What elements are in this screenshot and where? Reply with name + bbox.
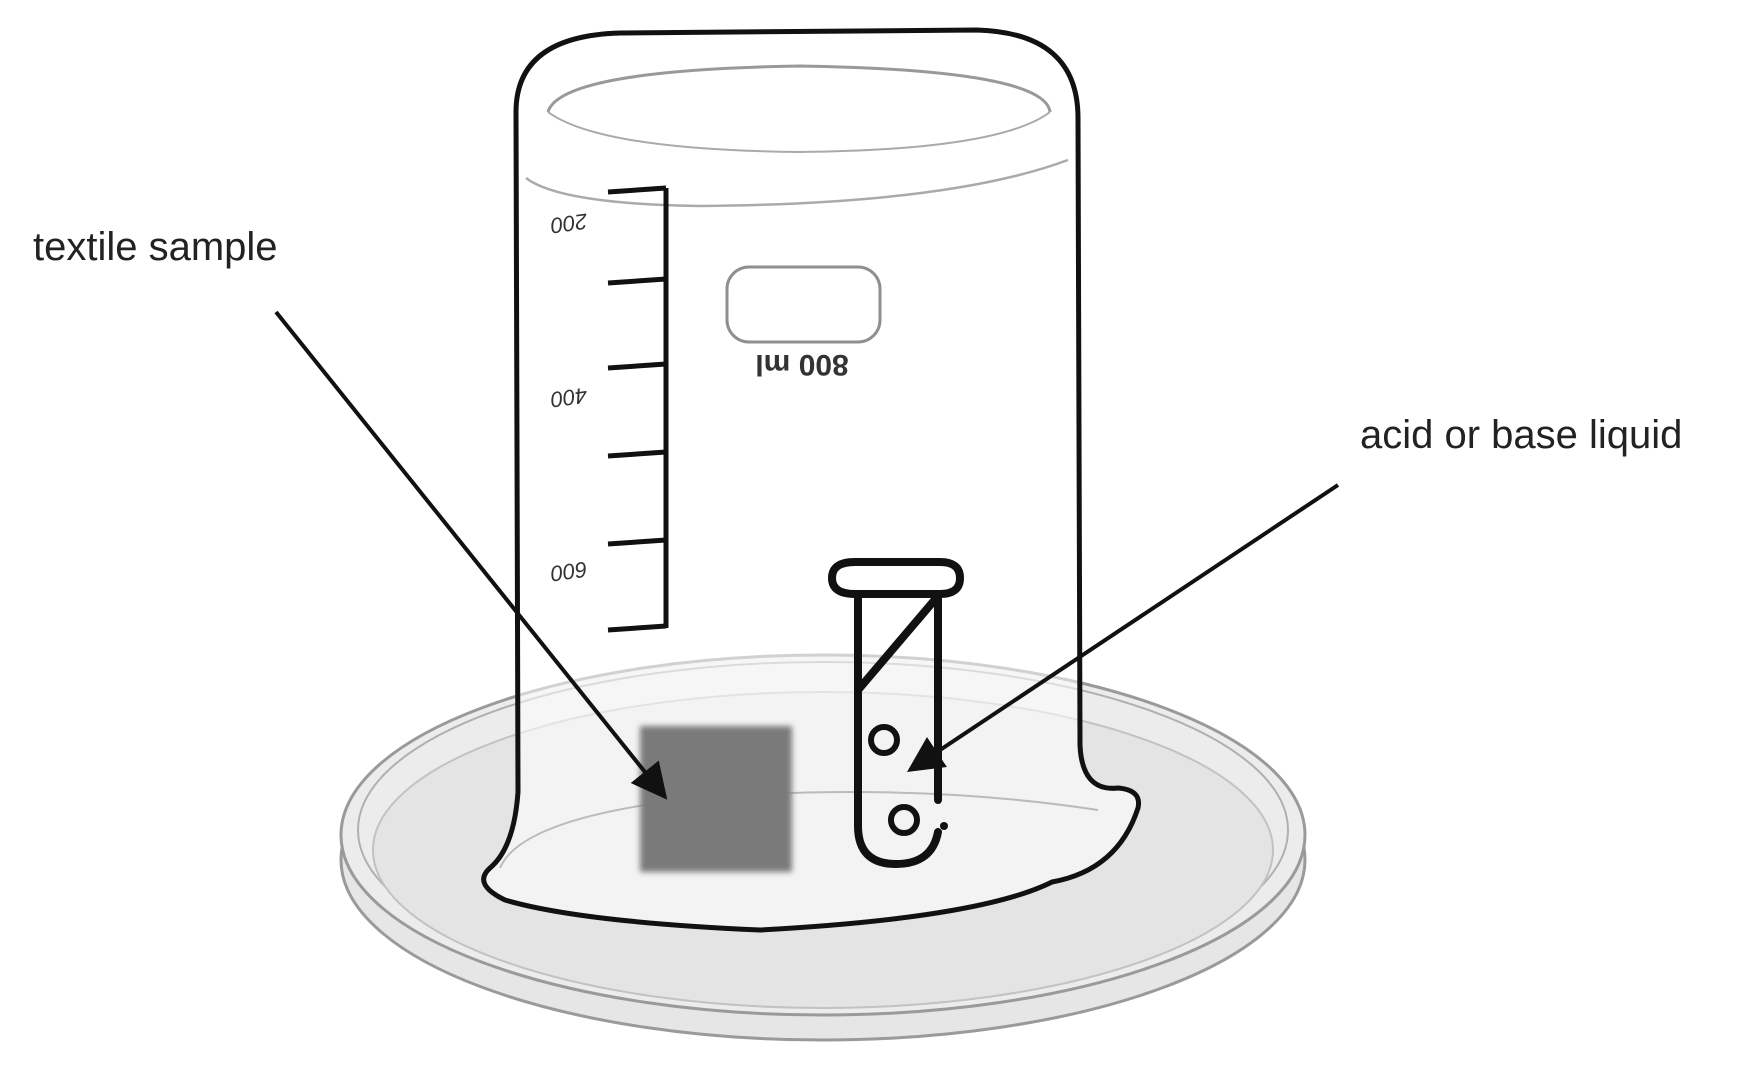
liquid-arrow bbox=[907, 483, 1340, 772]
beaker-label-box bbox=[725, 265, 882, 344]
scale-tick bbox=[607, 276, 667, 286]
beaker bbox=[481, 27, 1142, 933]
scale-tick bbox=[607, 537, 667, 547]
textile-sample-swatch bbox=[640, 726, 792, 872]
scale-tick bbox=[607, 185, 667, 195]
textile-arrow bbox=[274, 310, 668, 800]
graduation-400: 400 bbox=[548, 382, 589, 412]
scale-tick bbox=[607, 361, 667, 371]
test-tube-body bbox=[854, 590, 942, 868]
test-tube-liquid-line bbox=[854, 592, 942, 694]
liquid-label: acid or base liquid bbox=[1360, 413, 1682, 457]
textile-sample bbox=[640, 726, 792, 872]
graduation-200: 200 bbox=[548, 208, 590, 238]
test-tube-bubble bbox=[888, 804, 920, 836]
beaker-top-rim bbox=[546, 64, 1052, 113]
graduation-600: 600 bbox=[548, 556, 589, 586]
test-tube-dot bbox=[940, 822, 948, 830]
beaker-top-rim-lower bbox=[547, 111, 1051, 154]
beaker-body bbox=[481, 27, 1142, 933]
graduation-scale: 200 400 600 bbox=[548, 185, 669, 633]
test-tube-bubble bbox=[868, 724, 900, 756]
beaker-inner-curve bbox=[525, 158, 1069, 208]
textile-sample-label: textile sample bbox=[33, 225, 278, 269]
beaker-volume-label: 800 ml bbox=[755, 348, 848, 381]
scale-tick bbox=[607, 449, 667, 459]
scale-tick bbox=[607, 623, 667, 633]
